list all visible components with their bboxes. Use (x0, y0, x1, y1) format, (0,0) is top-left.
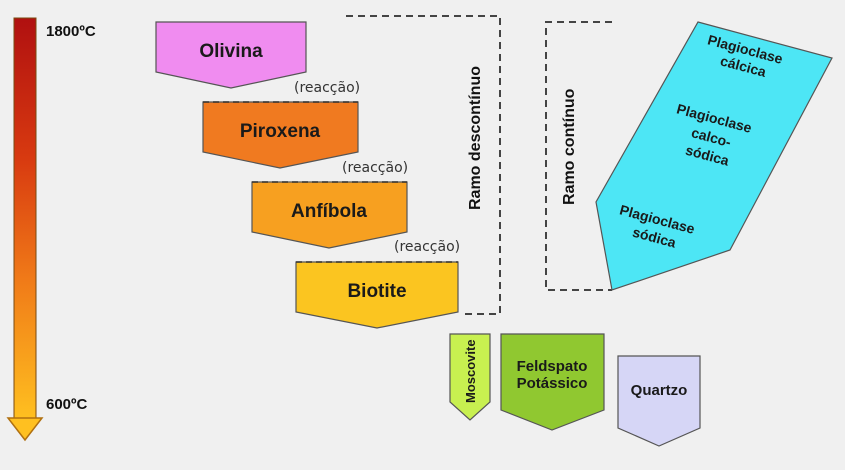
discontinuous-branch-label: Ramo descontínuo (467, 66, 484, 210)
mineral-feldspato-potassico: Feldspato Potássico (500, 333, 605, 431)
anfibola-label: Anfíbola (291, 201, 367, 222)
biotite-label: Biotite (347, 281, 406, 302)
reaction-label-1: (reacção) (294, 80, 360, 96)
temperature-scale: 1800ºC 600ºC (6, 17, 96, 442)
feldspato-label-line1: Feldspato (517, 358, 588, 375)
discontinuous-branch-frame (346, 15, 501, 315)
thermometer-bar (13, 17, 37, 421)
feldspato-label-line2: Potássico (517, 375, 588, 392)
temperature-top-label: 1800ºC (46, 23, 96, 40)
down-arrow-icon (6, 417, 44, 442)
mineral-quartzo: Quartzo (617, 355, 701, 447)
continuous-branch-label: Ramo contínuo (561, 88, 578, 205)
temperature-bottom-label: 600ºC (46, 396, 88, 413)
continuous-branch-frame (545, 21, 612, 291)
moscovite-label: Moscovite (463, 339, 478, 403)
mineral-biotite: Biotite (295, 261, 459, 329)
reaction-label-3: (reacção) (394, 239, 460, 255)
mineral-plagioclase-series: Plagioclase cálcica Plagioclase calco- s… (595, 21, 833, 291)
mineral-anfibola: Anfíbola (251, 181, 408, 249)
reaction-label-2: (reacção) (342, 160, 408, 176)
quartzo-label: Quartzo (631, 382, 688, 399)
piroxena-label: Piroxena (240, 121, 321, 142)
mineral-piroxena: Piroxena (202, 101, 359, 169)
olivina-label: Olivina (199, 41, 263, 62)
mineral-olivina: Olivina (155, 21, 307, 89)
mineral-moscovite: Moscovite (449, 333, 491, 421)
